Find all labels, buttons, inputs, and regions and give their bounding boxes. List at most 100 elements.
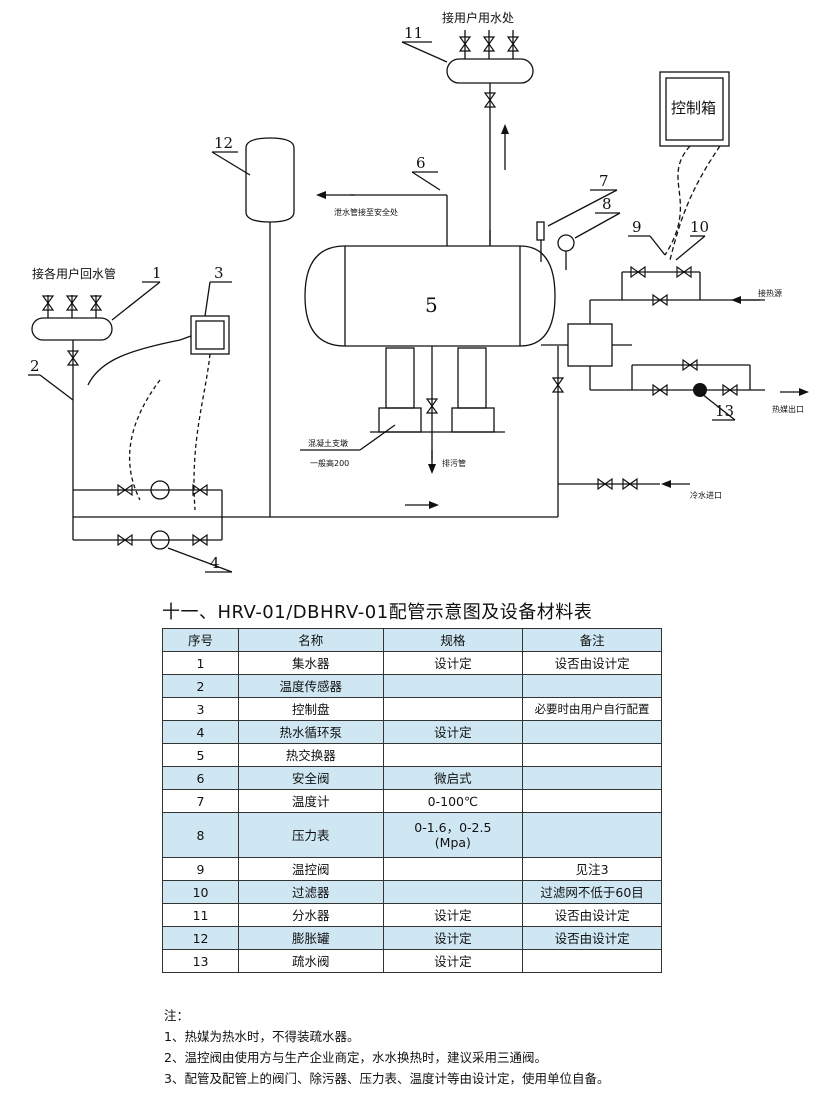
cell-name: 控制盘	[238, 697, 384, 721]
label-vessel: 5	[425, 293, 438, 317]
notes: 注： 1、热媒为热水时，不得装疏水器。 2、温控阀由使用方与生产企业商定，水水换…	[164, 1005, 609, 1089]
cell-spec	[382, 880, 524, 904]
table-header-row: 序号 名称 规格 备注	[161, 628, 662, 652]
header-no: 序号	[161, 628, 240, 652]
cell-name: 温度传感器	[238, 674, 384, 698]
cell-spec: 设计定	[382, 949, 524, 973]
callout-11: 11	[404, 24, 423, 42]
label-control-box: 控制箱	[671, 99, 716, 117]
cell-name: 热水循环泵	[238, 720, 384, 744]
collector-1	[31, 317, 113, 341]
callout-3: 3	[214, 264, 224, 282]
cell-spec	[382, 857, 524, 881]
callout-12: 12	[214, 134, 233, 152]
callout-9: 9	[632, 218, 642, 236]
cell-spec	[382, 674, 524, 698]
cell-name: 疏水阀	[238, 949, 384, 973]
table-row: 7 温度计 0-100℃	[161, 789, 662, 813]
label-heat-medium-out: 热媒出口	[772, 404, 804, 414]
notes-heading: 注：	[164, 1008, 190, 1023]
callout-4: 4	[210, 554, 220, 572]
cell-name: 温度计	[238, 789, 384, 813]
cell-name: 分水器	[238, 903, 384, 927]
cell-note: 必要时由用户自行配置	[522, 697, 662, 721]
cell-note	[522, 949, 662, 973]
table-row: 3 控制盘 必要时由用户自行配置	[161, 697, 662, 721]
cell-spec-line2: (Mpa)	[434, 835, 471, 850]
note-item: 2、温控阀由使用方与生产企业商定，水水换热时，建议采用三通阀。	[164, 1050, 547, 1065]
cell-note	[522, 789, 662, 813]
cell-no: 8	[161, 812, 240, 858]
cell-note: 设否由设计定	[522, 926, 662, 950]
table-row: 5 热交换器	[161, 743, 662, 767]
cell-note	[522, 743, 662, 767]
cell-no: 1	[161, 651, 240, 675]
cell-name: 温控阀	[238, 857, 384, 881]
callout-10: 10	[690, 218, 709, 236]
cell-name: 安全阀	[238, 766, 384, 790]
cell-spec	[382, 743, 524, 767]
cell-no: 10	[161, 880, 240, 904]
expansion-tank-12	[245, 137, 295, 223]
cell-note	[522, 720, 662, 744]
cell-note	[522, 812, 662, 858]
table-row: 4 热水循环泵 设计定	[161, 720, 662, 744]
distributor-11	[446, 58, 534, 84]
cell-spec: 0-1.6，0-2.5(Mpa)	[382, 812, 524, 858]
table-row: 12 膨胀罐 设计定 设否由设计定	[161, 926, 662, 950]
control-box	[659, 71, 730, 147]
label-user-water: 接用户用水处	[442, 10, 514, 25]
cell-no: 5	[161, 743, 240, 767]
table-row: 9 温控阀 见注3	[161, 857, 662, 881]
cell-spec: 微启式	[382, 766, 524, 790]
cell-no: 9	[161, 857, 240, 881]
cell-no: 4	[161, 720, 240, 744]
callout-6: 6	[416, 154, 426, 172]
cell-spec: 设计定	[382, 720, 524, 744]
callout-7: 7	[599, 172, 609, 190]
cell-spec-line1: 0-1.6，0-2.5	[414, 820, 492, 835]
cell-name: 压力表	[238, 812, 384, 858]
cell-note: 设否由设计定	[522, 651, 662, 675]
cell-no: 6	[161, 766, 240, 790]
callout-2: 2	[30, 357, 40, 375]
cell-name: 热交换器	[238, 743, 384, 767]
header-spec: 规格	[382, 628, 524, 652]
cell-spec: 0-100℃	[382, 789, 524, 813]
table-row: 11 分水器 设计定 设否由设计定	[161, 903, 662, 927]
callout-8: 8	[602, 195, 612, 213]
callout-13: 13	[715, 402, 734, 420]
cell-note: 过滤网不低于60目	[522, 880, 662, 904]
label-cold-water-in: 冷水进口	[690, 490, 722, 500]
table-row: 13 疏水阀 设计定	[161, 949, 662, 973]
cell-name: 集水器	[238, 651, 384, 675]
cell-spec: 设计定	[382, 926, 524, 950]
cell-note	[522, 766, 662, 790]
table-row: 2 温度传感器	[161, 674, 662, 698]
note-item: 1、热媒为热水时，不得装疏水器。	[164, 1029, 360, 1044]
cell-note: 设否由设计定	[522, 903, 662, 927]
label-concrete-2: 一般高200	[310, 458, 349, 468]
label-heat-source: 接热源	[758, 288, 782, 298]
header-note: 备注	[522, 628, 662, 652]
table-row: 10 过滤器 过滤网不低于60目	[161, 880, 662, 904]
label-concrete-1: 混凝土支墩	[308, 438, 348, 448]
label-drain-safety: 泄水管接至安全处	[334, 207, 398, 217]
piping-diagram: 接用户用水处 控制箱 接各用户回水管 泄水管接至安全处 接热源 混凝土支墩 一般…	[28, 10, 809, 573]
table-row: 8 压力表 0-1.6，0-2.5(Mpa)	[161, 812, 662, 858]
note-item: 3、配管及配管上的阀门、除污器、压力表、温度计等由设计定，使用单位自备。	[164, 1071, 610, 1086]
cell-name: 膨胀罐	[238, 926, 384, 950]
label-return-pipe: 接各用户回水管	[32, 266, 116, 281]
cell-no: 3	[161, 697, 240, 721]
cell-spec: 设计定	[382, 651, 524, 675]
table-row: 6 安全阀 微启式	[161, 766, 662, 790]
cell-spec	[382, 697, 524, 721]
cell-no: 12	[161, 926, 240, 950]
cell-no: 2	[161, 674, 240, 698]
cell-note: 见注3	[522, 857, 662, 881]
equipment-table: 序号 名称 规格 备注 1 集水器 设计定 设否由设计定 2 温度传感器 3 控…	[161, 628, 662, 973]
cell-note	[522, 674, 662, 698]
cell-no: 11	[161, 903, 240, 927]
callout-1: 1	[152, 264, 162, 282]
cell-name: 过滤器	[238, 880, 384, 904]
